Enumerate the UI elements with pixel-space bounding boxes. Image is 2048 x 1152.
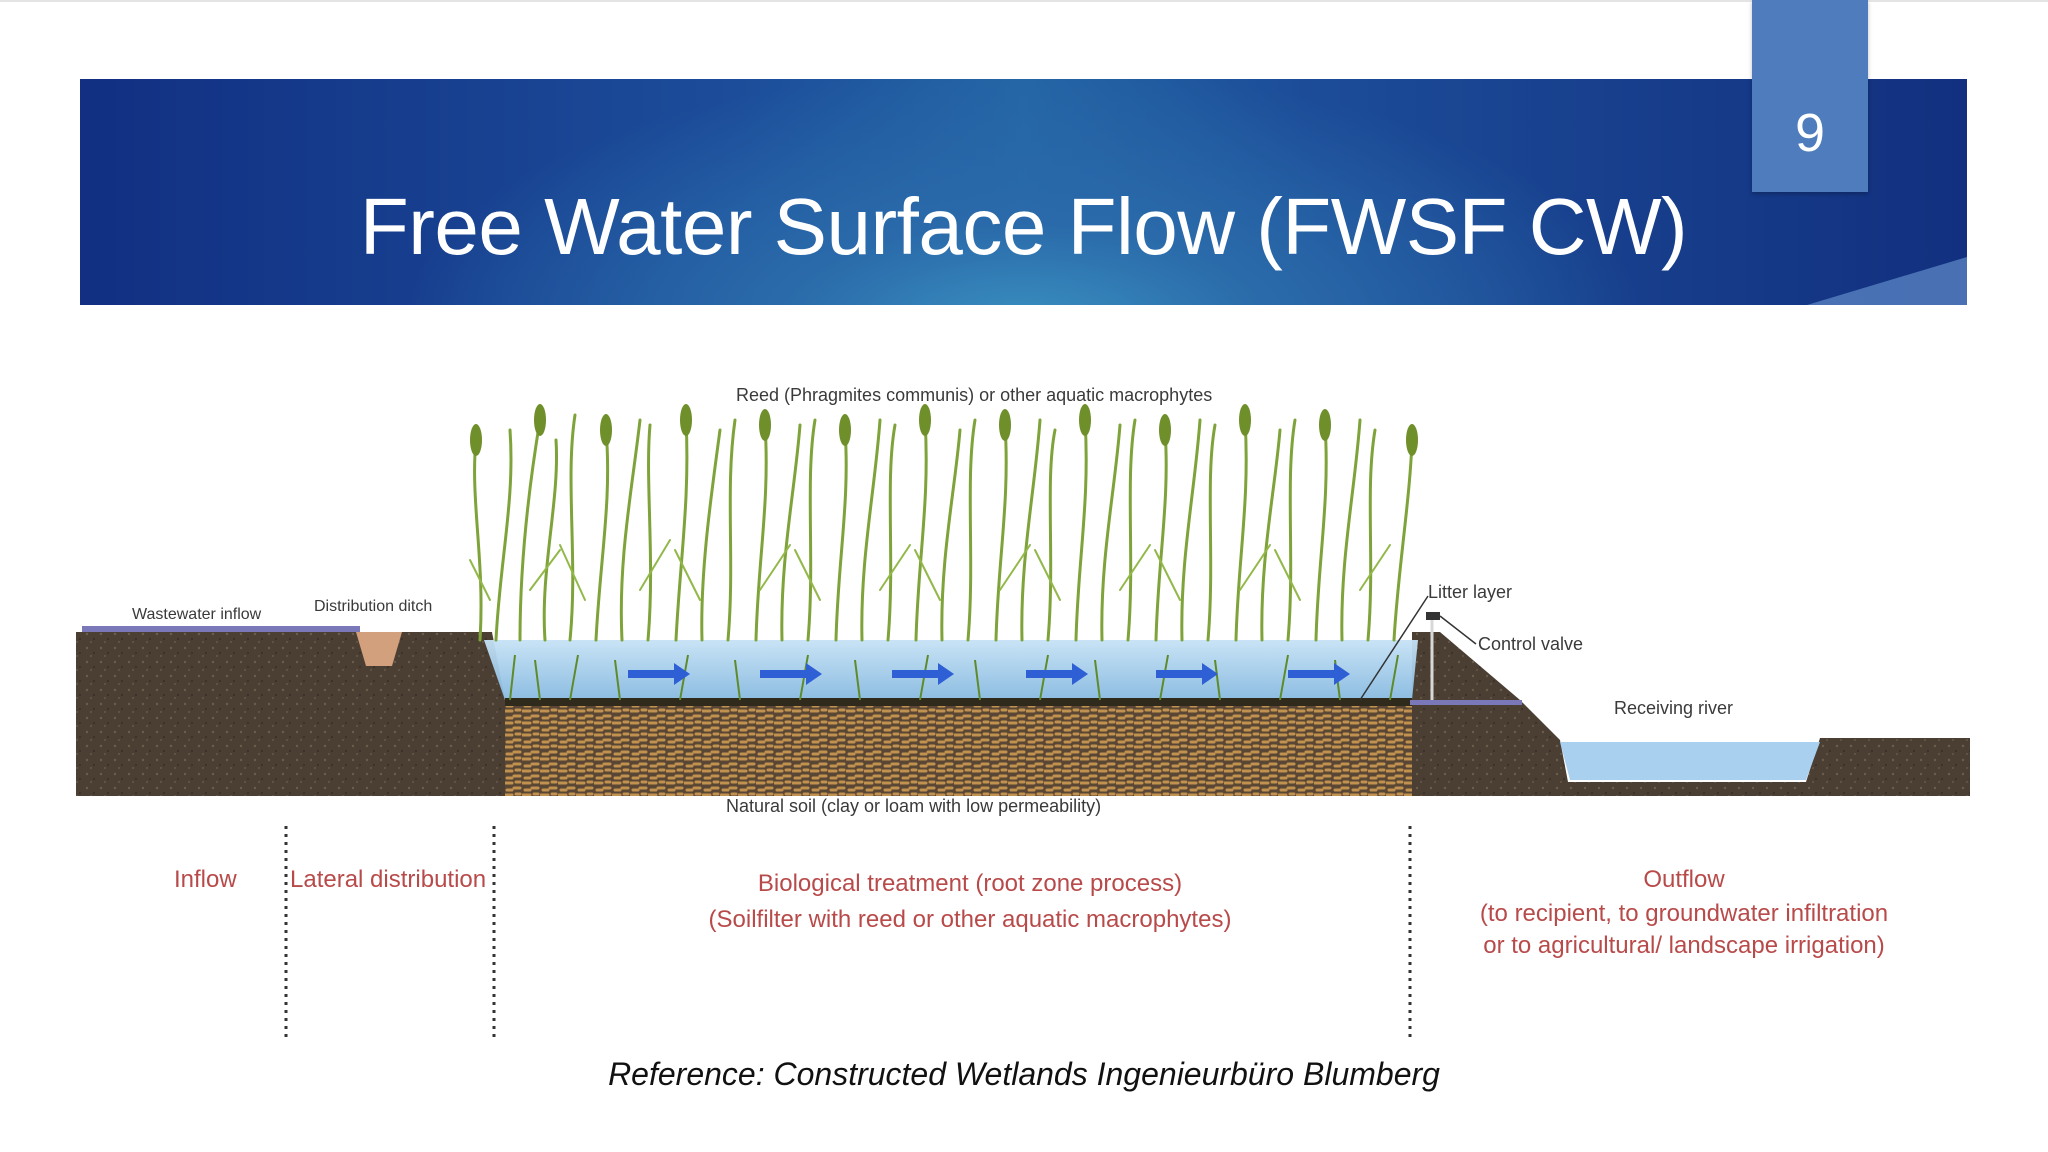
zone-biological-treatment: Biological treatment (root zone process)… (620, 870, 1320, 934)
zone-dividers (284, 826, 1412, 1040)
soil-filter-substrate (505, 704, 1412, 796)
outflow-line2: or to agricultural/ landscape irrigation… (1483, 932, 1885, 959)
title-band: Free Water Surface Flow (FWSF CW) (80, 79, 1967, 305)
distribution-ditch-label: Distribution ditch (314, 598, 433, 615)
natural-soil-label: Natural soil (clay or loam with low perm… (726, 796, 1102, 816)
reed-label: Reed (Phragmites communis) or other aqua… (736, 385, 1213, 405)
reference-caption: Reference: Constructed Wetlands Ingenieu… (608, 1056, 1440, 1092)
biological-treatment-line2: (Soilfilter with reed or other aquatic m… (708, 906, 1232, 933)
wastewater-inflow-label: Wastewater inflow (132, 606, 262, 623)
flow-arrow (892, 663, 954, 685)
zone-lateral-distribution-label: Lateral distribution (290, 866, 487, 893)
distribution-ditch (356, 632, 402, 666)
outflow-pipe (1410, 700, 1522, 705)
control-valve (1426, 612, 1440, 620)
page-number: 9 (1794, 103, 1826, 163)
control-valve-label: Control valve (1478, 634, 1584, 654)
flow-arrow (1026, 663, 1088, 685)
flow-arrow (628, 663, 690, 685)
outflow-title: Outflow (1643, 866, 1725, 893)
flow-arrows (628, 663, 1350, 685)
litter-layer-label: Litter layer (1428, 582, 1513, 602)
wetland-water (484, 640, 1418, 700)
title-band-corner-accent (1807, 257, 1967, 305)
reed-vegetation (473, 413, 1414, 642)
outflow-line1: (to recipient, to groundwater infiltrati… (1479, 900, 1889, 927)
top-rule (0, 0, 2048, 2)
control-valve-leader (1439, 615, 1477, 645)
reed-leaves (469, 539, 1391, 601)
flow-arrow (760, 663, 822, 685)
page-number-tab: 9 (1752, 0, 1868, 192)
zone-inflow-label: Inflow (174, 866, 237, 893)
slide-title: Free Water Surface Flow (FWSF CW) (359, 182, 1688, 271)
zone-outflow: Outflow (to recipient, to groundwater in… (1434, 866, 1934, 960)
litter-layer-leader (1359, 595, 1429, 701)
reed-panicles (470, 404, 1418, 456)
litter-layer-band (505, 698, 1412, 706)
flow-arrow (1288, 663, 1350, 685)
receiving-river-label: Receiving river (1614, 698, 1734, 718)
biological-treatment-line1: Biological treatment (root zone process) (757, 870, 1183, 897)
flow-arrow (1156, 663, 1218, 685)
wastewater-inflow-pipe (82, 626, 360, 632)
receiving-river-water (1560, 742, 1820, 780)
